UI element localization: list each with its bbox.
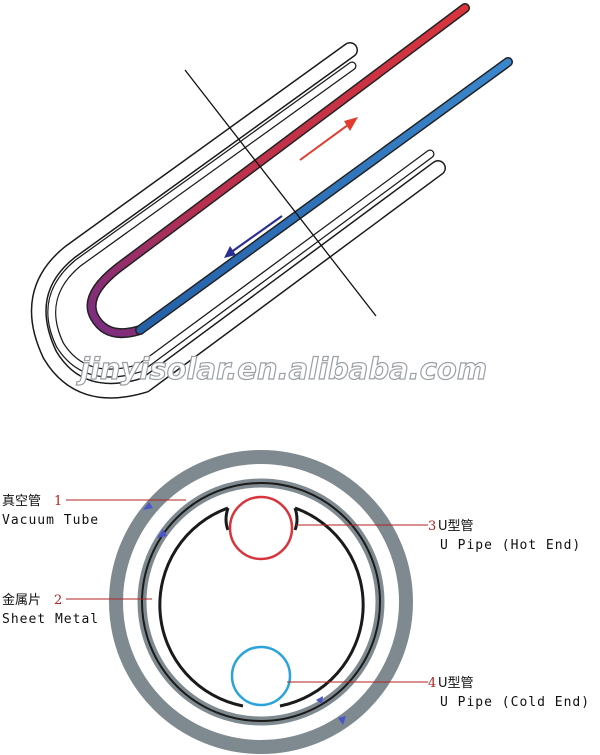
svg-text:3: 3 <box>428 519 436 534</box>
hot-flow-arrow-icon <box>299 117 358 161</box>
vacuum-tube-inner-ring <box>137 478 385 726</box>
watermark-text: jinyisolar.en.alibaba.com <box>76 352 487 386</box>
svg-text:U型管: U型管 <box>438 519 474 534</box>
u-pipe-cold-end <box>230 645 292 707</box>
svg-text:1: 1 <box>54 494 62 509</box>
cold-flow-arrow-icon <box>224 215 283 258</box>
svg-text:U Pipe (Hot End): U Pipe (Hot End) <box>440 538 581 553</box>
label-vacuum-tube: 真空管 1 Vacuum Tube <box>2 494 99 528</box>
svg-text:Sheet Metal: Sheet Metal <box>2 612 99 627</box>
rotation-marks <box>143 502 346 725</box>
cross-section-view: 真空管 1 Vacuum Tube 金属片 2 Sheet Metal 3 U型… <box>2 450 590 754</box>
label-u-pipe-cold-end: 4 U型管 U Pipe (Cold End) <box>428 676 590 710</box>
section-cut-line <box>184 69 377 317</box>
label-u-pipe-hot-end: 3 U型管 U Pipe (Hot End) <box>428 519 581 553</box>
vacuum-tube-outer-ring <box>109 450 413 754</box>
label-sheet-metal: 金属片 2 Sheet Metal <box>2 592 99 627</box>
u-pipe-hot-end <box>228 495 294 561</box>
svg-text:U型管: U型管 <box>438 676 474 691</box>
leader-lines <box>66 499 428 683</box>
u-pipe-side-view: jinyisolar.en.alibaba.com <box>30 3 513 399</box>
svg-text:金属片: 金属片 <box>2 592 41 608</box>
svg-text:4: 4 <box>428 676 436 691</box>
svg-text:Vacuum Tube: Vacuum Tube <box>2 513 99 528</box>
svg-text:U Pipe (Cold End): U Pipe (Cold End) <box>440 695 590 710</box>
svg-text:2: 2 <box>54 593 62 608</box>
sheet-metal-fin <box>158 506 244 708</box>
svg-text:真空管: 真空管 <box>2 494 41 509</box>
